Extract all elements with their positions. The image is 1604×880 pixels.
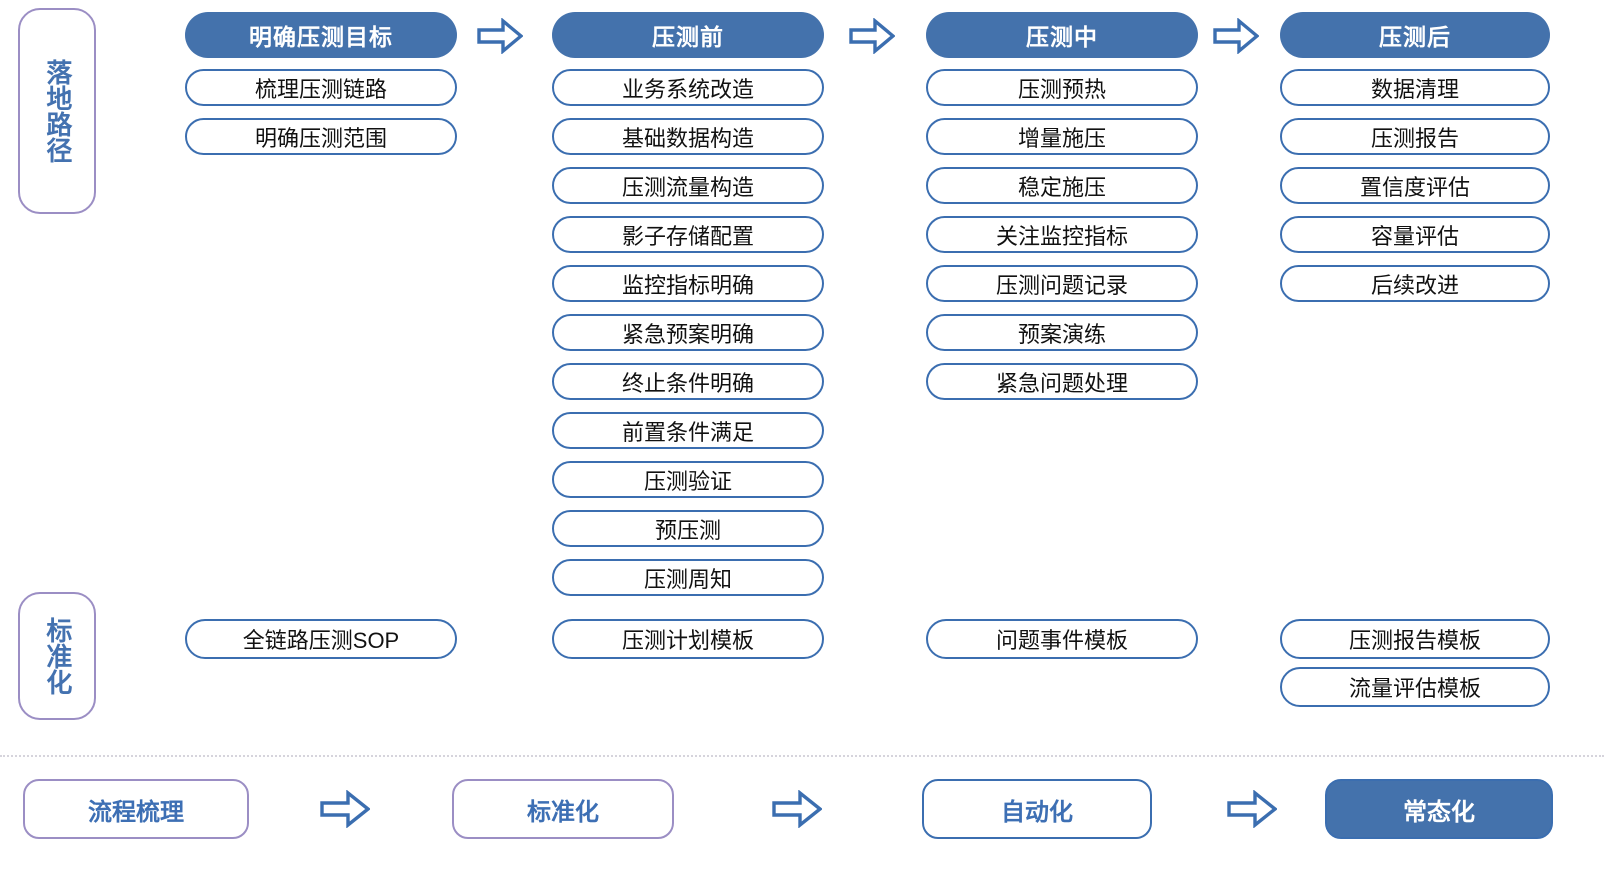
stage-column-2: 压测前 业务系统改造 基础数据构造 压测流量构造 影子存储配置 监控指标明确 紧… (552, 12, 824, 596)
stage-item[interactable]: 压测报告 (1280, 118, 1550, 155)
stage-item[interactable]: 压测问题记录 (926, 265, 1198, 302)
stage-item[interactable]: 压测周知 (552, 559, 824, 596)
arrow-right-icon (320, 790, 370, 828)
standardization-item[interactable]: 压测报告模板 (1280, 619, 1550, 659)
stage-header-3[interactable]: 压测中 (926, 12, 1198, 58)
stage-item[interactable]: 影子存储配置 (552, 216, 824, 253)
standardization-group-3: 问题事件模板 (926, 619, 1198, 659)
stage-header-1[interactable]: 明确压测目标 (185, 12, 457, 58)
stage-item[interactable]: 明确压测范围 (185, 118, 457, 155)
stage-item[interactable]: 梳理压测链路 (185, 69, 457, 106)
stage-item[interactable]: 增量施压 (926, 118, 1198, 155)
stage-item[interactable]: 压测流量构造 (552, 167, 824, 204)
side-label-standardization: 标准化 (18, 592, 96, 720)
maturity-pill-process-review[interactable]: 流程梳理 (23, 779, 249, 839)
stage-item[interactable]: 容量评估 (1280, 216, 1550, 253)
stage-items-4: 数据清理 压测报告 置信度评估 容量评估 后续改进 (1280, 69, 1550, 302)
stage-item[interactable]: 预案演练 (926, 314, 1198, 351)
stage-item[interactable]: 关注监控指标 (926, 216, 1198, 253)
stage-item[interactable]: 压测预热 (926, 69, 1198, 106)
stage-item[interactable]: 紧急问题处理 (926, 363, 1198, 400)
stage-items-2: 业务系统改造 基础数据构造 压测流量构造 影子存储配置 监控指标明确 紧急预案明… (552, 69, 824, 596)
stage-item[interactable]: 预压测 (552, 510, 824, 547)
stage-item[interactable]: 压测验证 (552, 461, 824, 498)
side-label-landing-path: 落地路径 (18, 8, 96, 214)
stage-item[interactable]: 监控指标明确 (552, 265, 824, 302)
stage-items-1: 梳理压测链路 明确压测范围 (185, 69, 457, 155)
standardization-item[interactable]: 压测计划模板 (552, 619, 824, 659)
maturity-pill-automation[interactable]: 自动化 (922, 779, 1152, 839)
arrow-right-icon (849, 18, 895, 54)
arrow-right-icon (772, 790, 822, 828)
stage-item[interactable]: 紧急预案明确 (552, 314, 824, 351)
arrow-right-icon (477, 18, 523, 54)
standardization-group-4: 压测报告模板 流量评估模板 (1280, 619, 1550, 707)
stage-item[interactable]: 置信度评估 (1280, 167, 1550, 204)
stage-item[interactable]: 基础数据构造 (552, 118, 824, 155)
stage-items-3: 压测预热 增量施压 稳定施压 关注监控指标 压测问题记录 预案演练 紧急问题处理 (926, 69, 1198, 400)
stage-item[interactable]: 数据清理 (1280, 69, 1550, 106)
stage-column-3: 压测中 压测预热 增量施压 稳定施压 关注监控指标 压测问题记录 预案演练 紧急… (926, 12, 1198, 400)
arrow-right-icon (1227, 790, 1277, 828)
standardization-item[interactable]: 问题事件模板 (926, 619, 1198, 659)
arrow-right-icon (1213, 18, 1259, 54)
standardization-item[interactable]: 流量评估模板 (1280, 667, 1550, 707)
stage-column-4: 压测后 数据清理 压测报告 置信度评估 容量评估 后续改进 (1280, 12, 1550, 302)
stage-item[interactable]: 业务系统改造 (552, 69, 824, 106)
maturity-pill-normalization[interactable]: 常态化 (1325, 779, 1553, 839)
side-label-text: 标准化 (42, 617, 73, 695)
side-label-text: 落地路径 (42, 59, 73, 163)
stage-header-4[interactable]: 压测后 (1280, 12, 1550, 58)
stage-item[interactable]: 后续改进 (1280, 265, 1550, 302)
stage-item[interactable]: 稳定施压 (926, 167, 1198, 204)
stage-header-2[interactable]: 压测前 (552, 12, 824, 58)
stage-item[interactable]: 前置条件满足 (552, 412, 824, 449)
stage-item[interactable]: 终止条件明确 (552, 363, 824, 400)
standardization-group-1: 全链路压测SOP (185, 619, 457, 659)
standardization-item[interactable]: 全链路压测SOP (185, 619, 457, 659)
stage-column-1: 明确压测目标 梳理压测链路 明确压测范围 (185, 12, 457, 155)
standardization-group-2: 压测计划模板 (552, 619, 824, 659)
section-divider (0, 755, 1604, 757)
maturity-pill-standardization[interactable]: 标准化 (452, 779, 674, 839)
